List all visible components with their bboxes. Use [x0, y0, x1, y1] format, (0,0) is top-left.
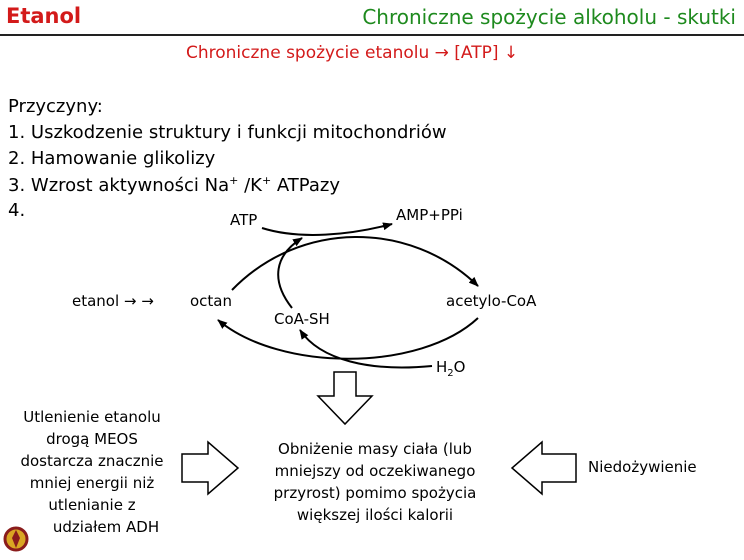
cause-item-2: 2. Hamowanie glikolizy — [8, 148, 216, 169]
center-box-line: mniejszy od oczekiwanego — [274, 462, 476, 480]
left-explanation-box: Utlenienie etanolu drogą MEOS dostarcza … — [4, 406, 180, 538]
coash-to-arc-arrow — [277, 237, 303, 309]
slide-topic: Chroniczne spożycie alkoholu - skutki — [362, 5, 736, 29]
cause-item-3-sup1: + — [229, 174, 239, 187]
cause-item-3: 3. Wzrost aktywności Na+ /K+ ATPazy — [8, 174, 340, 196]
hollow-down-arrow — [316, 371, 374, 426]
left-box-line: Utlenienie etanolu — [23, 408, 161, 426]
left-box-line: udziałem ADH — [52, 518, 160, 536]
cause-item-3-text: 3. Wzrost aktywności Na — [8, 175, 230, 196]
hollow-right-arrow — [181, 440, 240, 496]
label-atp: ATP — [230, 211, 257, 229]
cause-item-3-mid: /K — [238, 175, 262, 196]
cause-item-3-sup2: + — [261, 174, 272, 187]
left-box-line: utlenianie z — [48, 496, 136, 514]
water-to-coash-arrow — [299, 329, 433, 369]
cause-item-4: 4. — [8, 200, 26, 221]
label-coash: CoA-SH — [274, 310, 330, 328]
center-result-box: Obniżenie masy ciała (lub mniejszy od oc… — [244, 438, 506, 526]
right-cause-label: Niedożywienie — [588, 458, 697, 476]
atp-to-amp-arrow — [261, 222, 393, 236]
left-box-line: drogą MEOS — [46, 430, 138, 448]
label-water: H2O — [436, 358, 465, 379]
center-box-line: przyrost) pomimo spożycia — [273, 484, 477, 502]
university-seal-icon — [3, 526, 29, 552]
slide-subtitle: Chroniczne spożycie etanolu → [ATP] ↓ — [186, 43, 519, 63]
label-amp: AMP+PPi — [396, 206, 463, 224]
cause-item-3-end: ATPazy — [271, 175, 340, 196]
center-box-line: Obniżenie masy ciała (lub — [278, 440, 472, 458]
left-box-line: dostarcza znacznie — [20, 452, 164, 470]
causes-heading: Przyczyny: — [8, 96, 103, 117]
header-divider — [0, 34, 744, 36]
label-octan: octan — [190, 292, 232, 310]
label-ethanol: etanol → → — [72, 292, 154, 310]
page-title: Etanol — [6, 4, 82, 28]
label-acetyl: acetylo-CoA — [446, 292, 537, 310]
acetyl-to-octan-arrow — [217, 317, 479, 360]
center-box-line: większej ilości kalorii — [296, 506, 454, 524]
hollow-left-arrow — [510, 440, 577, 496]
left-box-line: mniej energii niż — [29, 474, 155, 492]
cause-item-1: 1. Uszkodzenie struktury i funkcji mitoc… — [8, 122, 447, 143]
octan-to-acetyl-arrow — [231, 236, 479, 291]
